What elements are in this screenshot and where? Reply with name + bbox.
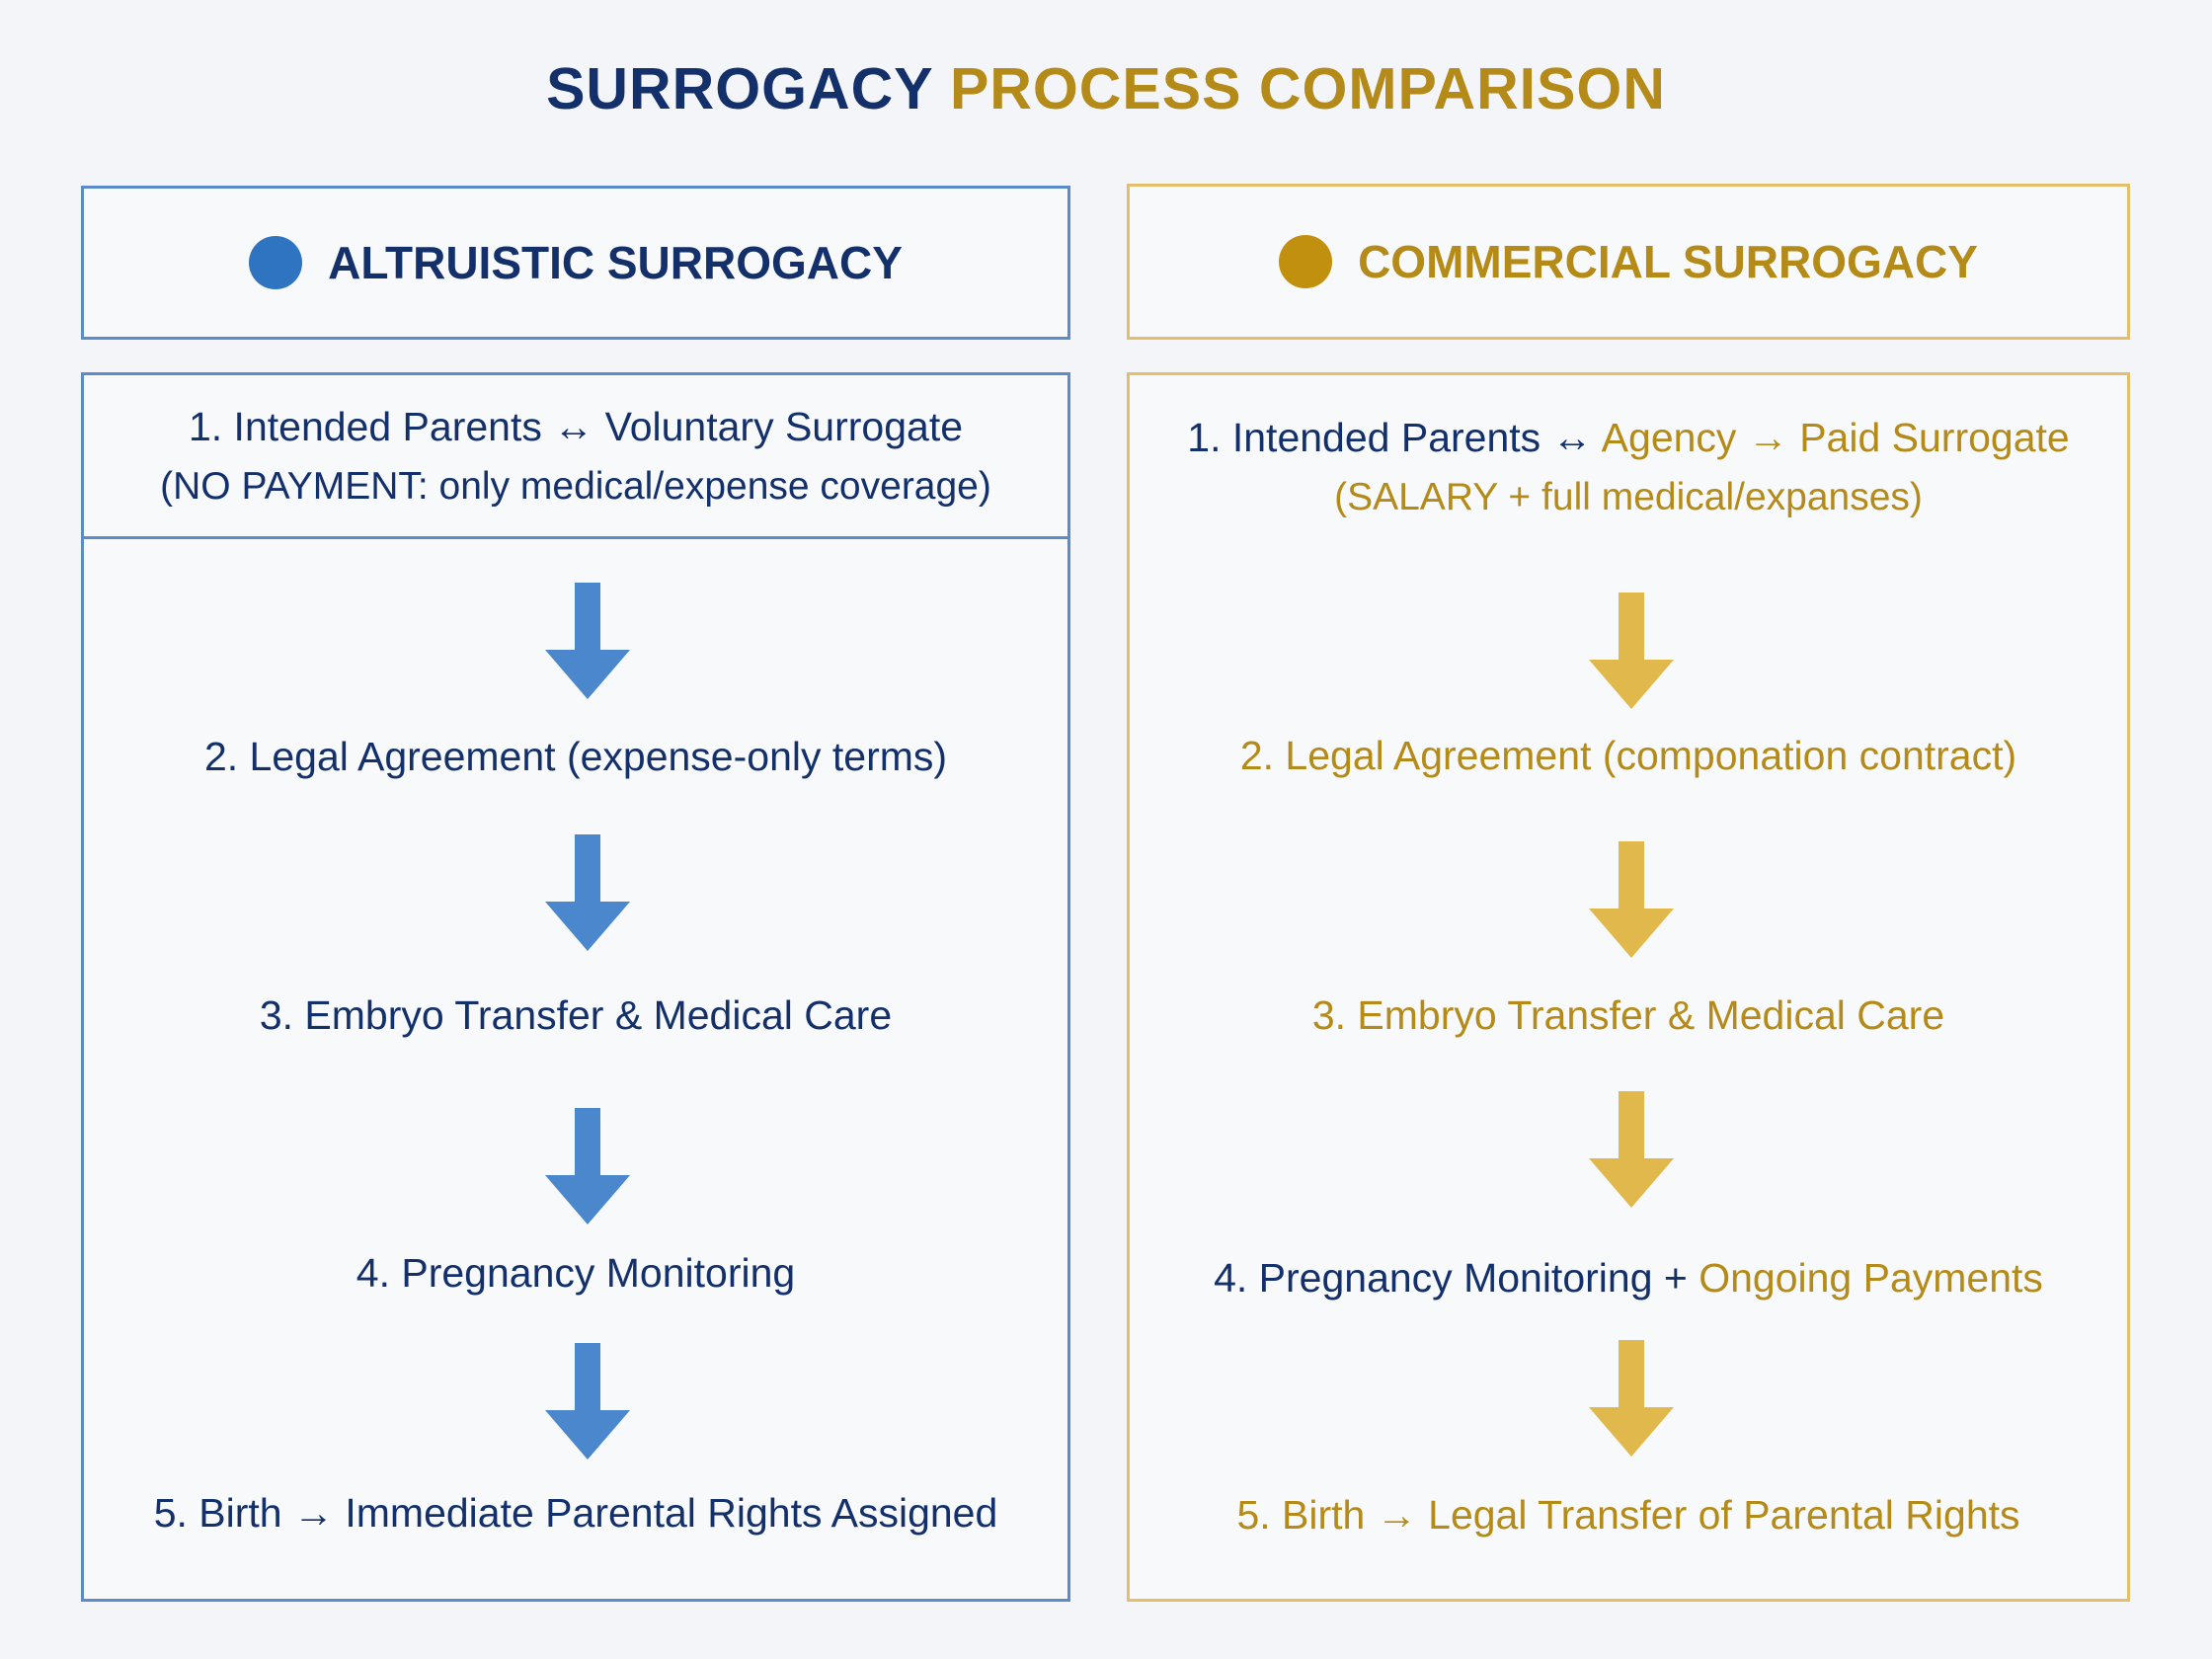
down-arrow-icon: [1587, 1091, 1676, 1210]
down-arrow-icon: [543, 583, 632, 701]
commercial-step-4-text-a: 4. Pregnancy Monitoring +: [1214, 1255, 1699, 1301]
altruistic-header-box: ALTRUISTIC SURROGACY: [81, 186, 1070, 340]
commercial-step-4: 4. Pregnancy Monitoring + Ongoing Paymen…: [1130, 1248, 2127, 1309]
down-arrow-icon: [1587, 841, 1676, 960]
title-part-2: PROCESS COMPARISON: [949, 56, 1666, 121]
blue-dot-icon: [249, 236, 303, 289]
down-arrow-icon: [543, 834, 632, 953]
altruistic-step-1-line2: (NO PAYMENT: only medical/expense covera…: [160, 464, 991, 508]
altruistic-step-3: 3. Embryo Transfer & Medical Care: [259, 992, 893, 1038]
commercial-step-2: 2. Legal Agreement (componation contract…: [1239, 733, 2017, 778]
altruistic-step-1-divider: [84, 536, 1067, 539]
page-title: SURROGACY PROCESS COMPARISON: [0, 55, 2212, 122]
commercial-header-label: COMMERCIAL SURROGACY: [1358, 236, 1978, 287]
down-arrow-icon: [1587, 592, 1676, 711]
commercial-step-1-line1-a: 1. Intended Parents ↔: [1187, 415, 1602, 460]
altruistic-step-1-line1: 1. Intended Parents ↔ Voluntary Surrogat…: [188, 404, 964, 449]
title-part-1: SURROGACY: [546, 56, 933, 121]
altruistic-header-label: ALTRUISTIC SURROGACY: [328, 237, 903, 288]
gold-dot-icon: [1279, 235, 1333, 288]
commercial-step-1-line1-b: Agency → Paid Surrogate: [1601, 415, 2070, 460]
commercial-step-1-line2: (SALARY + full medical/expanses): [1334, 475, 1923, 518]
commercial-step-3: 3. Embryo Transfer & Medical Care: [1311, 992, 1945, 1038]
altruistic-step-4: 4. Pregnancy Monitoring: [356, 1250, 796, 1296]
commercial-step-1: 1. Intended Parents ↔ Agency → Paid Surr…: [1130, 408, 2127, 526]
commercial-flow-box: 1. Intended Parents ↔ Agency → Paid Surr…: [1127, 372, 2130, 1602]
commercial-header-box: COMMERCIAL SURROGACY: [1127, 184, 2130, 340]
down-arrow-icon: [1587, 1340, 1676, 1459]
altruistic-step-2: 2. Legal Agreement (expense-only terms): [203, 734, 948, 779]
altruistic-step-1: 1. Intended Parents ↔ Voluntary Surrogat…: [84, 397, 1067, 515]
altruistic-flow-box: 1. Intended Parents ↔ Voluntary Surrogat…: [81, 372, 1070, 1602]
altruistic-step-5: 5. Birth → Immediate Parental Rights Ass…: [153, 1490, 998, 1536]
down-arrow-icon: [543, 1108, 632, 1226]
commercial-step-5: 5. Birth → Legal Transfer of Parental Ri…: [1236, 1492, 2020, 1538]
down-arrow-icon: [543, 1343, 632, 1462]
commercial-step-4-text-b: Ongoing Payments: [1698, 1255, 2043, 1301]
